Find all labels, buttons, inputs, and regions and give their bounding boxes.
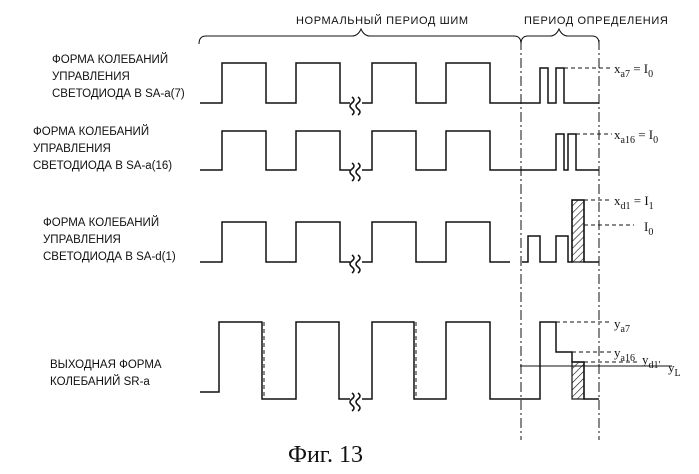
waveform-sa-a7	[200, 63, 612, 115]
waveform-label-sa-d1: ФОРМА КОЛЕБАНИЙ УПРАВЛЕНИЯ СВЕТОДИОДА В …	[43, 216, 176, 263]
detect-period-label: ПЕРИОД ОПРЕДЕЛЕНИЯ	[524, 15, 668, 27]
normal-period-brace	[199, 29, 521, 44]
waveform-label-sa-a7: ФОРМА КОЛЕБАНИЙ УПРАВЛЕНИЯ СВЕТОДИОДА В …	[52, 53, 185, 100]
waveform-label-sr-a: ВЫХОДНАЯ ФОРМА КОЛЕБАНИЙ SR-a	[50, 359, 165, 388]
annotation-xa7: xa7 = I0	[614, 61, 653, 80]
waveform-sa-d1	[200, 200, 634, 273]
waveform-sr-a	[200, 322, 672, 411]
hatched-pulse-sa-d1	[572, 200, 584, 262]
annotation-ya7: ya7	[614, 316, 630, 335]
annotation-ya16: ya16	[614, 345, 635, 364]
annotation-xa16: xa16 = I0	[614, 127, 658, 146]
detect-period-brace	[521, 29, 599, 44]
annotation-yd1: yd1'	[642, 352, 661, 371]
figure-caption: Фиг. 13	[288, 442, 363, 468]
annotation-yl: yL	[668, 360, 681, 379]
hatched-pulse-sr-a	[572, 362, 584, 399]
annotation-xd1: xd1 = I1	[614, 193, 654, 212]
waveform-sa-a16	[200, 131, 612, 181]
normal-period-label: НОРМАЛЬНЫЙ ПЕРИОД ШИМ	[296, 14, 469, 27]
waveform-label-sa-a16: ФОРМА КОЛЕБАНИЙ УПРАВЛЕНИЯ СВЕТОДИОДА В …	[33, 125, 172, 172]
annotation-i0: I0	[644, 219, 653, 238]
